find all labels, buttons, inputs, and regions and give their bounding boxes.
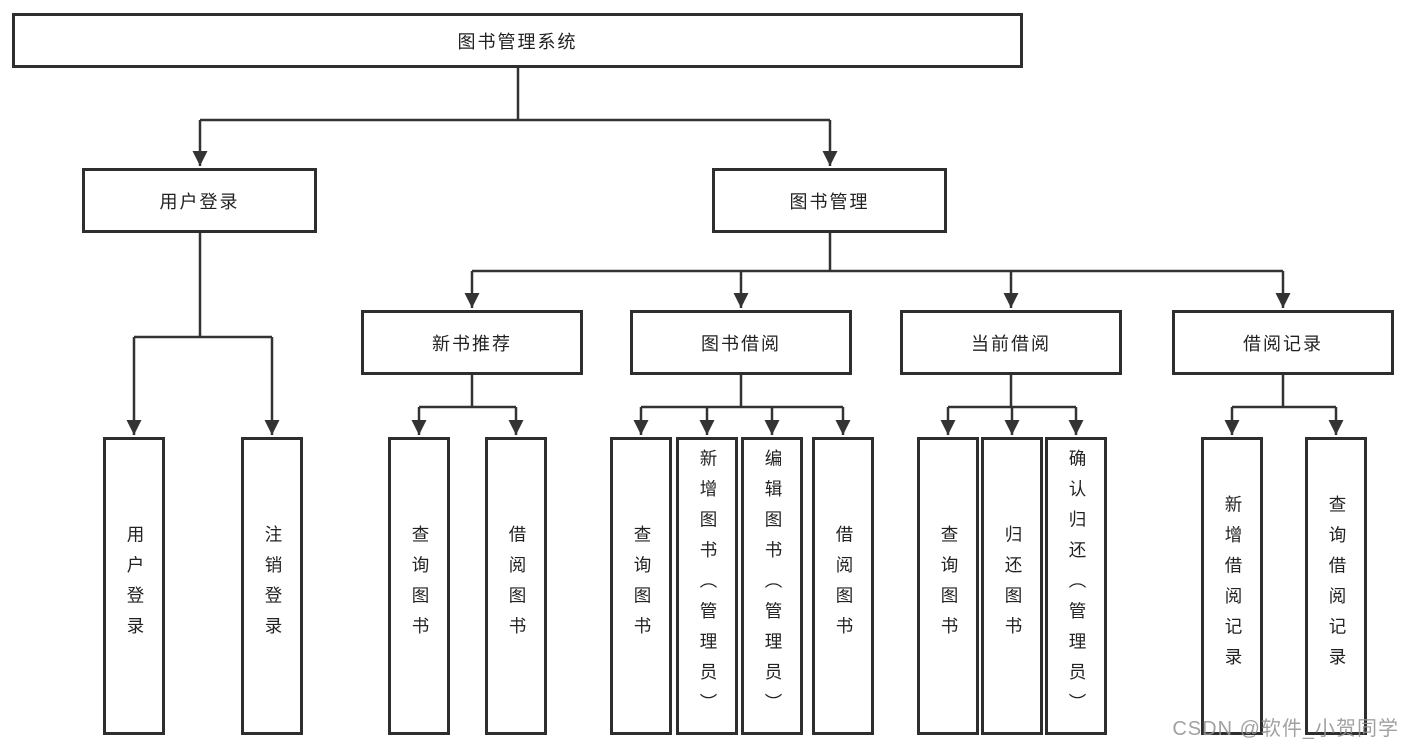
node-label: 查询借阅记录 [1326,494,1347,678]
node-book-management: 图书管理 [712,168,947,233]
leaf-query-books-recommend: 查询图书 [388,437,450,735]
node-borrowing-records: 借阅记录 [1172,310,1394,375]
node-user-login: 用户登录 [82,168,317,233]
leaf-query-borrow-record: 查询借阅记录 [1305,437,1367,735]
node-label: 用户登录 [124,525,145,647]
node-label: 图书管理 [789,191,870,212]
node-label: 借阅图书 [506,525,527,647]
csdn-watermark: CSDN @软件_小贺同学 [1172,718,1399,740]
leaf-edit-books-admin: 编辑图书（管理员） [741,437,803,735]
node-label: 新增图书（管理员） [697,448,718,724]
node-label: 新书推荐 [432,333,512,354]
leaf-borrow-books: 借阅图书 [812,437,874,735]
leaf-query-books-current: 查询图书 [917,437,979,735]
node-label: 查询图书 [631,525,652,647]
leaf-add-borrow-record: 新增借阅记录 [1201,437,1263,735]
leaf-add-books-admin: 新增图书（管理员） [676,437,738,735]
node-book-borrowing: 图书借阅 [630,310,852,375]
node-label: 查询图书 [938,525,959,647]
node-label: 图书管理系统 [457,31,578,52]
node-label: 借阅记录 [1243,333,1323,354]
node-current-borrowing: 当前借阅 [900,310,1122,375]
node-new-book-recommendation: 新书推荐 [361,310,583,375]
node-label: 查询图书 [409,525,430,647]
leaf-return-books: 归还图书 [981,437,1043,735]
node-label: 注销登录 [262,525,283,647]
leaf-query-books-borrow: 查询图书 [610,437,672,735]
node-label: 编辑图书（管理员） [762,448,783,724]
node-label: 新增借阅记录 [1222,494,1243,678]
leaf-user-login: 用户登录 [103,437,165,735]
node-label: 归还图书 [1002,525,1023,647]
node-library-management-system: 图书管理系统 [12,13,1023,68]
node-label: 借阅图书 [833,525,854,647]
node-label: 用户登录 [159,191,240,212]
node-label: 确认归还（管理员） [1066,448,1087,724]
node-label: 图书借阅 [701,333,781,354]
leaf-logout: 注销登录 [241,437,303,735]
node-label: 当前借阅 [971,333,1051,354]
leaf-borrow-books-recommend: 借阅图书 [485,437,547,735]
leaf-confirm-return-admin: 确认归还（管理员） [1045,437,1107,735]
